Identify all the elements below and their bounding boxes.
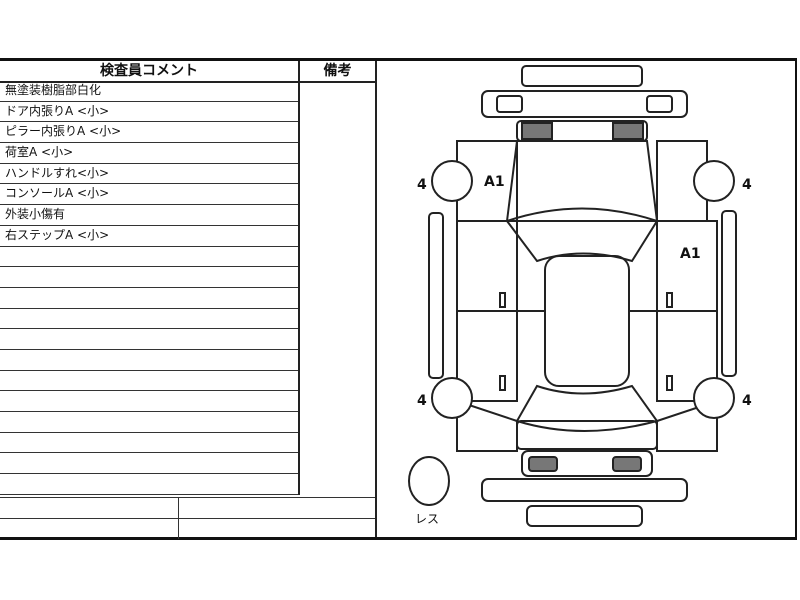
comment-row: 荷室A <小> [0,143,298,164]
tire-rear-left-grade: 4 [417,393,427,409]
rear-window [515,384,659,432]
rear-bumper-bottom [526,505,643,527]
tire-rear-right-grade: 4 [742,393,752,409]
bottom-row [0,518,375,539]
windshield [505,207,659,263]
remarks-cell [298,81,375,497]
tire-front-left [431,160,473,202]
tire-front-left-grade: 4 [417,177,427,193]
comment-row: ピラー内張りA <小> [0,122,298,144]
right-step [721,210,737,377]
left-step [428,212,444,379]
tire-front-right-grade: 4 [742,177,752,193]
comment-row: コンソールA <小> [0,184,298,206]
remarks-header: 備考 [300,61,375,83]
rear-bumper [481,478,688,502]
damage-mark-right-side: A1 [680,246,701,262]
front-bumper-top [521,65,643,87]
comment-row [0,474,298,495]
tire-front-right [693,160,735,202]
comment-row [0,412,298,433]
comment-row [0,267,298,288]
comment-table: 検査員コメント 備考 無塗装樹脂部白化ドア内張りA <小>ピラー内張りA <小>… [0,61,377,539]
trunk [516,420,658,450]
comment-row [0,247,298,268]
taillights [521,450,653,477]
front-bumper [481,90,688,118]
comments-list: 無塗装樹脂部白化ドア内張りA <小>ピラー内張りA <小>荷室A <小>ハンドル… [0,81,300,495]
inspection-sheet: 検査員コメント 備考 無塗装樹脂部白化ドア内張りA <小>ピラー内張りA <小>… [0,58,797,540]
spare-tire-label: レス [415,512,439,526]
comment-row: 外装小傷有 [0,205,298,226]
comment-row [0,391,298,412]
tire-rear-left [431,377,473,419]
bottom-row [0,497,375,518]
comment-row: 無塗装樹脂部白化 [0,81,298,102]
comments-header: 検査員コメント [0,61,300,83]
comment-row [0,309,298,330]
comment-row [0,433,298,454]
comment-row: 右ステップA <小> [0,226,298,247]
roof [544,255,630,387]
comment-row: ドア内張りA <小> [0,102,298,123]
tire-rear-right [693,377,735,419]
car-damage-diagram: 4 4 4 4 A1 A1 レス [377,61,795,537]
left-doors [456,220,518,402]
comment-row [0,288,298,309]
bottom-cells [0,497,375,539]
comment-row: ハンドルすれ<小> [0,164,298,185]
spare-tire [408,456,450,506]
comment-row [0,329,298,350]
comment-row [0,453,298,475]
damage-mark-front-left: A1 [484,174,505,190]
comment-row [0,371,298,392]
comment-row [0,350,298,371]
